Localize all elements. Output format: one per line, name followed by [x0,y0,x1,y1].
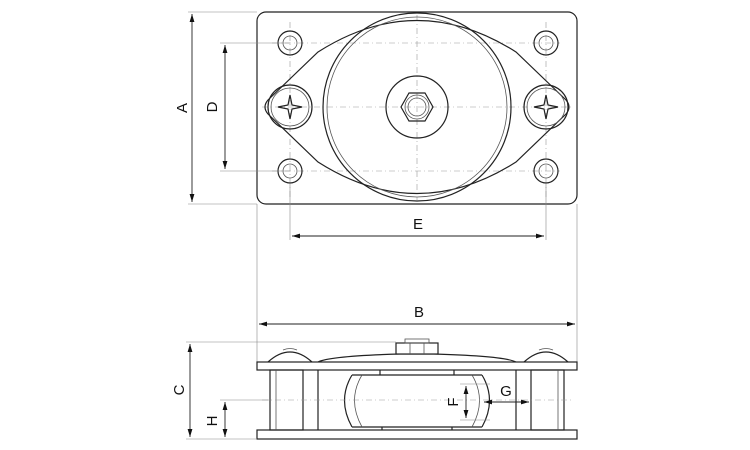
base-plate [256,11,578,205]
hub-circle [385,75,449,139]
top-view: A D E [174,11,578,240]
side-view: B C [171,204,578,440]
dimension-label-f: F [445,397,462,406]
dimension-label-h: H [204,416,221,427]
pulley-wheel-side [343,374,491,428]
screw-head-left [267,351,313,363]
dimension-label-g: G [500,383,512,400]
pulley-outer-circle [322,12,512,202]
dimension-label-e: E [413,216,423,233]
dimension-label-c: C [171,384,188,395]
side-bottom-plate [256,429,578,440]
hex-nut [400,92,434,122]
diamond-flange [264,20,570,194]
mounting-hole-top-right [533,30,559,56]
dimension-label-d: D [204,101,221,112]
side-hex-nut [395,342,439,355]
side-top-plate [256,361,578,371]
phillips-screw-left [267,84,313,130]
side-flange [317,353,517,363]
screw-head-right [523,351,569,363]
dimension-label-b: B [414,304,424,321]
pulley-inner-circle [326,16,508,198]
spacer-post-left [269,369,304,431]
dimension-label-a: A [174,103,191,113]
phillips-screw-right [523,84,569,130]
pulley-groove [379,370,455,375]
